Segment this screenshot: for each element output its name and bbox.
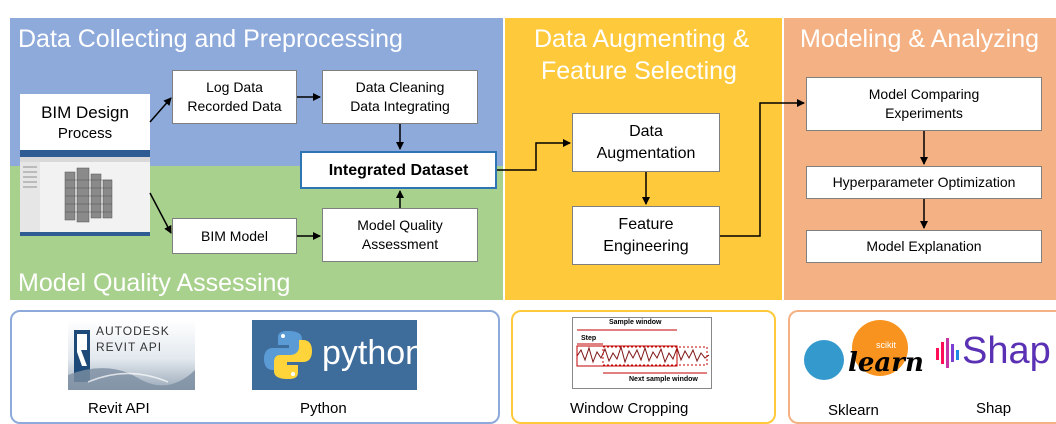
sklearn-logo: scikit learn — [800, 318, 925, 390]
sklearn-label: Sklearn — [828, 402, 879, 419]
window-cropping-label: Window Cropping — [570, 400, 689, 417]
sklearn-logo-learn-text: learn — [848, 348, 924, 378]
arrow-feature-to-comparing — [720, 99, 805, 237]
shap-logo-text: Shap — [962, 330, 1051, 372]
window-cropping-figure: Sample window Step Next sample window — [572, 317, 712, 389]
model-comparing-box: Model Comparing Experiments — [806, 77, 1042, 131]
revit-logo-api-text: REVIT API — [96, 340, 163, 354]
recorded-data-label: Recorded Data — [187, 98, 282, 114]
modeling-title: Modeling & Analyzing — [800, 25, 1040, 53]
data-label: Data — [629, 122, 663, 140]
model-explanation-box: Model Explanation — [806, 230, 1042, 263]
window-step-text: Step — [581, 335, 597, 342]
model-quality-label: Model Quality — [357, 217, 443, 233]
data-augmentation-box: Data Augmentation — [572, 113, 720, 172]
window-sample-text: Sample window — [609, 319, 662, 326]
process-label: Process — [57, 125, 113, 142]
revit-logo-autodesk-text: AUTODESK — [96, 324, 170, 338]
feature-label: Feature — [618, 215, 674, 233]
model-quality-assessment-box: Model Quality Assessment — [322, 208, 478, 262]
integrated-dataset-box: Integrated Dataset — [300, 151, 497, 189]
arrow-screenshot-to-bim-model — [149, 192, 172, 234]
arrow-bim-to-log — [149, 97, 172, 123]
integrated-dataset-label: Integrated Dataset — [328, 161, 469, 179]
arrow-integrated-to-augmentation — [497, 139, 571, 171]
engineering-label: Engineering — [603, 237, 689, 255]
log-data-label: Log Data — [206, 79, 263, 95]
feature-engineering-box: Feature Engineering — [572, 206, 720, 265]
augmentation-label: Augmentation — [596, 144, 696, 162]
shap-logo: Shap — [934, 328, 1056, 378]
model-explanation-label: Model Explanation — [866, 238, 982, 254]
python-snake-icon — [264, 331, 312, 379]
data-cleaning-box: Data Cleaning Data Integrating — [322, 70, 478, 124]
assessment-label: Assessment — [361, 236, 439, 252]
python-logo-text: python — [322, 334, 425, 372]
revit-api-label: Revit API — [88, 400, 150, 417]
experiments-label: Experiments — [885, 105, 963, 121]
revit-logo: AUTODESK REVIT API — [68, 320, 195, 390]
hyperparameter-box: Hyperparameter Optimization — [806, 166, 1042, 199]
sklearn-logo-scikit-text: scikit — [876, 340, 896, 350]
python-label: Python — [300, 400, 347, 417]
bim-model-label: BIM Model — [201, 227, 268, 244]
window-next-text: Next sample window — [629, 376, 698, 383]
data-integrating-label: Data Integrating — [350, 98, 450, 114]
bim-model-box: BIM Model — [172, 218, 297, 254]
data-cleaning-label: Data Cleaning — [355, 79, 445, 95]
model-quality-title: Model Quality Assessing — [18, 269, 291, 297]
hyperparameter-label: Hyperparameter Optimization — [832, 174, 1016, 190]
python-logo: python — [252, 320, 424, 390]
data-collecting-title: Data Collecting and Preprocessing — [18, 25, 403, 53]
augmenting-title-line2: Feature Selecting — [541, 57, 737, 85]
bim-model-screenshot — [20, 150, 150, 236]
augmenting-title-line1: Data Augmenting & — [534, 25, 750, 53]
bim-design-label: BIM Design — [41, 103, 129, 122]
shap-bars-icon — [936, 338, 959, 368]
bim-design-process-box: BIM Design Process — [20, 94, 150, 151]
shap-label: Shap — [976, 400, 1012, 417]
log-data-box: Log Data Recorded Data — [172, 70, 297, 124]
model-comparing-label: Model Comparing — [868, 86, 980, 102]
